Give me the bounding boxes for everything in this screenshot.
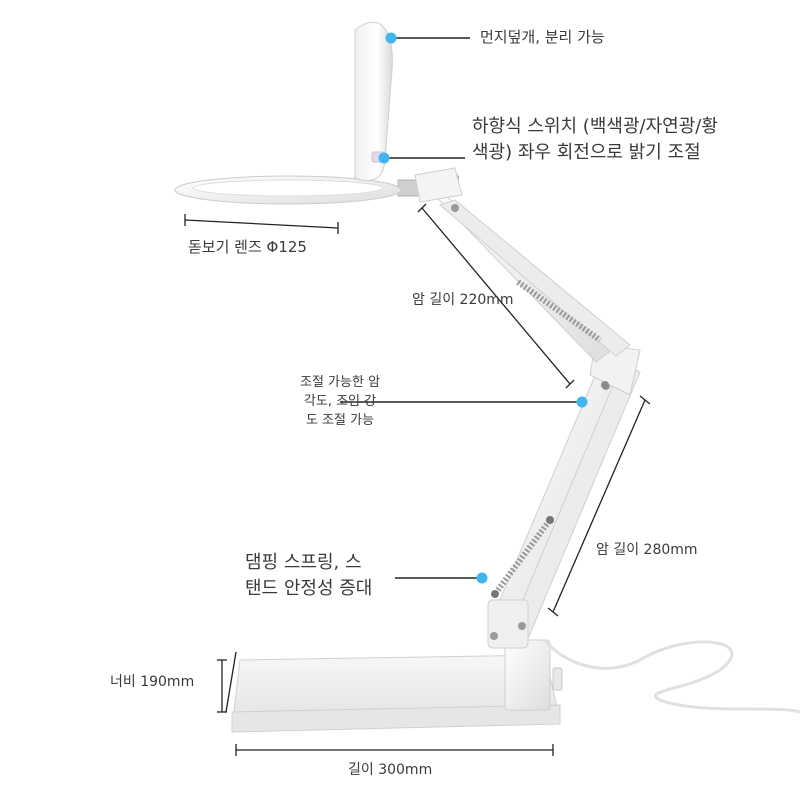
lower-spring: [491, 516, 554, 598]
label-arm-lower: 암 길이 280mm: [596, 542, 698, 558]
label-spring-line2: 탠드 안정성 증대: [245, 578, 373, 599]
dot-marker-icon: [378, 152, 390, 164]
upper-arm: [419, 174, 631, 363]
dimension-lines: [184, 203, 651, 756]
magnifier-ring: [174, 175, 402, 205]
label-angle-line1: 조절 가능한 암: [300, 375, 381, 390]
label-lens: 돋보기 렌즈 Φ125: [188, 238, 307, 256]
label-switch-line1: 하향식 스위치 (백색광/자연광/황: [472, 116, 718, 137]
lower-arm: [487, 349, 641, 649]
callout-dot-markers: [378, 32, 588, 584]
dot-marker-icon: [385, 32, 397, 44]
label-spring: 댐핑 스프링, 스 탠드 안정성 증대: [245, 550, 372, 602]
label-base-length: 길이 300mm: [348, 762, 433, 778]
width-dimension-line: [217, 651, 237, 713]
callout-leaders: [340, 37, 582, 579]
label-switch: 하향식 스위치 (백색광/자연광/황 색광) 좌우 회전으로 밝기 조절: [472, 114, 718, 166]
head-connector: [397, 167, 463, 203]
lower-arm-dimension-line: [547, 395, 651, 617]
label-arm-upper: 암 길이 220mm: [412, 292, 514, 308]
lamp-base: [231, 639, 563, 733]
label-switch-line2: 색광) 좌우 회전으로 밝기 조절: [472, 142, 701, 163]
label-angle-line3: 도 조절 가능: [305, 413, 375, 428]
label-base-width: 너비 190mm: [110, 674, 195, 690]
lens-dimension-line: [184, 214, 339, 234]
label-dust-cover: 먼지덮개, 분리 가능: [480, 28, 605, 46]
label-angle-line2: 각도, 조임 강: [303, 394, 377, 409]
dust-cover: [354, 21, 393, 182]
dot-marker-icon: [576, 396, 588, 408]
upper-arm-dimension-line: [417, 203, 575, 389]
label-angle: 조절 가능한 암 각도, 조임 강 도 조절 가능: [300, 373, 380, 430]
dot-marker-icon: [476, 572, 488, 584]
length-dimension-line: [235, 744, 554, 756]
label-spring-line1: 댐핑 스프링, 스: [245, 552, 362, 573]
power-cable: [543, 639, 800, 714]
upper-spring: [516, 279, 602, 343]
